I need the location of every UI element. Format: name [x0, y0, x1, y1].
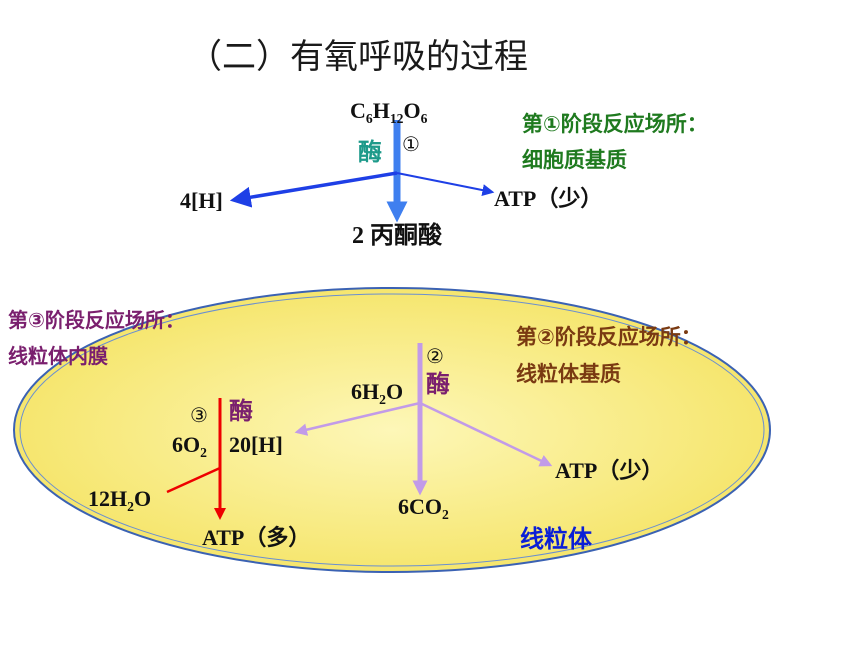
page-title: （二）有氧呼吸的过程 — [188, 37, 528, 77]
stage3-site-label: 第③阶段反应场所： — [8, 308, 185, 332]
stage2-atp-arrow — [419, 401, 553, 467]
stage3-water-line — [166, 466, 221, 494]
mitochondrion-ellipse — [13, 287, 771, 573]
mitochondrion-inner-ring — [19, 293, 765, 567]
glucose-formula: C6H12O6 — [350, 98, 428, 126]
stage2-atp-label: ATP（少） — [555, 458, 664, 483]
stage3-enzyme-label: 酶 — [229, 397, 253, 425]
stage3-oxygen-formula: 6O2 — [172, 432, 207, 460]
stage3-atp-label: ATP（多） — [202, 525, 311, 550]
stage1-enzyme-label: 酶 — [358, 138, 382, 166]
stage3-water-formula: 12H2O — [88, 486, 152, 514]
stage3-marker: ③ — [190, 403, 208, 427]
stage1-atp-arrow — [396, 172, 495, 197]
stage1-site-label: 第①阶段反应场所： — [522, 112, 708, 136]
stage1-atp-label: ATP（少） — [494, 186, 603, 211]
stage1-site-value: 细胞质基质 — [522, 148, 627, 172]
stage2-site-value: 线粒体基质 — [516, 362, 621, 386]
stage3-site-value: 线粒体内膜 — [8, 344, 108, 368]
stage2-nadh-arrow — [294, 401, 421, 436]
stage1-nadh-label: 4[H] — [180, 188, 223, 213]
mitochondrion-label: 线粒体 — [520, 525, 592, 553]
stage2-enzyme-label: 酶 — [426, 370, 450, 398]
stage2-marker: ② — [426, 344, 444, 368]
stage1-nadh-arrow — [229, 171, 398, 208]
stage1-marker: ① — [402, 132, 420, 156]
stage3-nadh-label: 20[H] — [229, 432, 283, 457]
stage2-site-label: 第②阶段反应场所： — [516, 325, 702, 349]
co2-formula: 6CO2 — [398, 494, 449, 522]
pyruvate-label: 2 丙酮酸 — [352, 223, 442, 249]
stage2-water-formula: 6H2O — [351, 379, 404, 407]
